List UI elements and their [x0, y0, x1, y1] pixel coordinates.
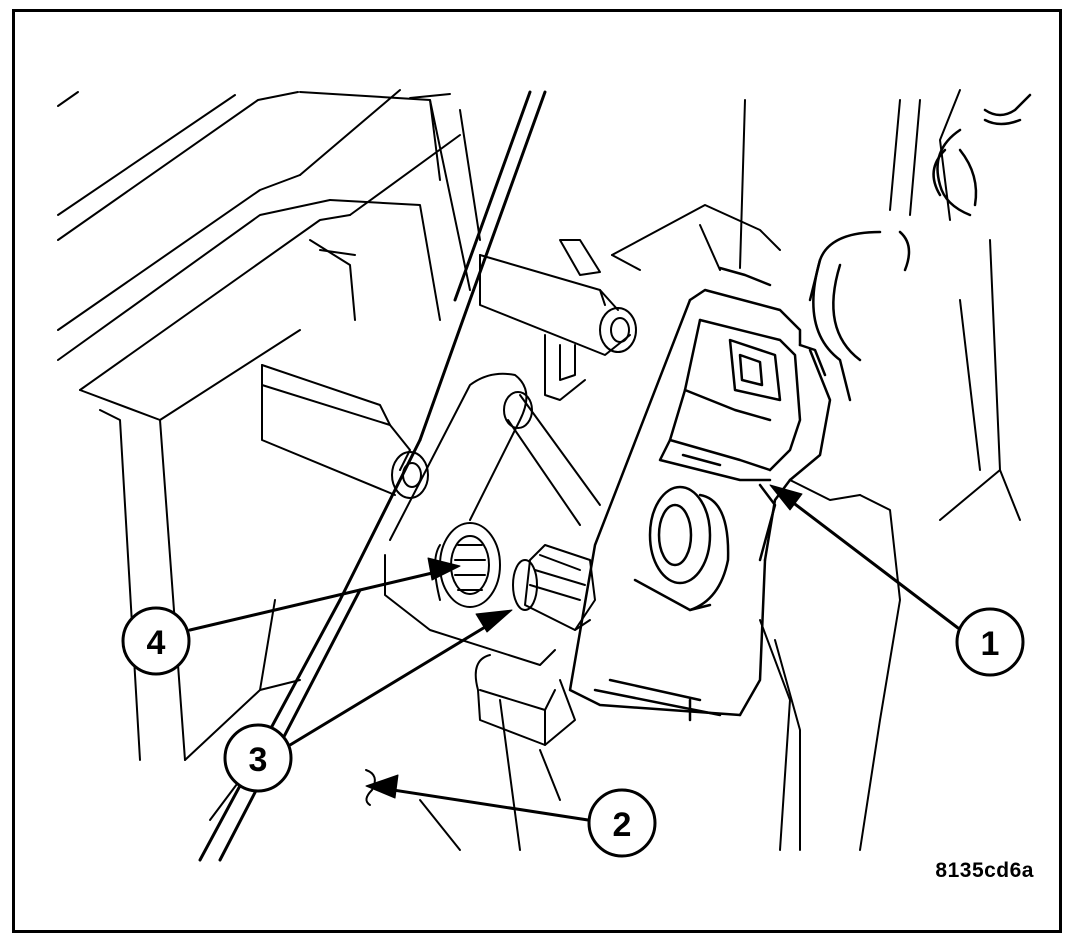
callout-1: 1: [955, 607, 1025, 677]
callout-3-number: 3: [249, 741, 268, 779]
callout-2: 2: [587, 788, 657, 858]
leader-lines: [188, 493, 960, 822]
arrowheads: [365, 484, 803, 799]
linkage-link: [384, 372, 601, 666]
callout-4-number: 4: [147, 624, 166, 662]
callout-4: 4: [121, 606, 191, 676]
wire-loop: [808, 93, 1032, 402]
background-housing: [57, 89, 481, 821]
figure-code: 8135cd6a: [935, 859, 1034, 882]
callout-3: 3: [223, 723, 293, 793]
callout-2-number: 2: [613, 806, 632, 844]
right-structure: [419, 89, 1021, 851]
left-pin: [261, 239, 429, 499]
lever-arm: [365, 654, 576, 806]
illustration-frame: [12, 9, 1062, 933]
rear-bracket: [479, 204, 781, 401]
callout-1-number: 1: [981, 625, 1000, 663]
switch-bracket: [568, 266, 832, 722]
splined-shaft: [512, 544, 596, 631]
